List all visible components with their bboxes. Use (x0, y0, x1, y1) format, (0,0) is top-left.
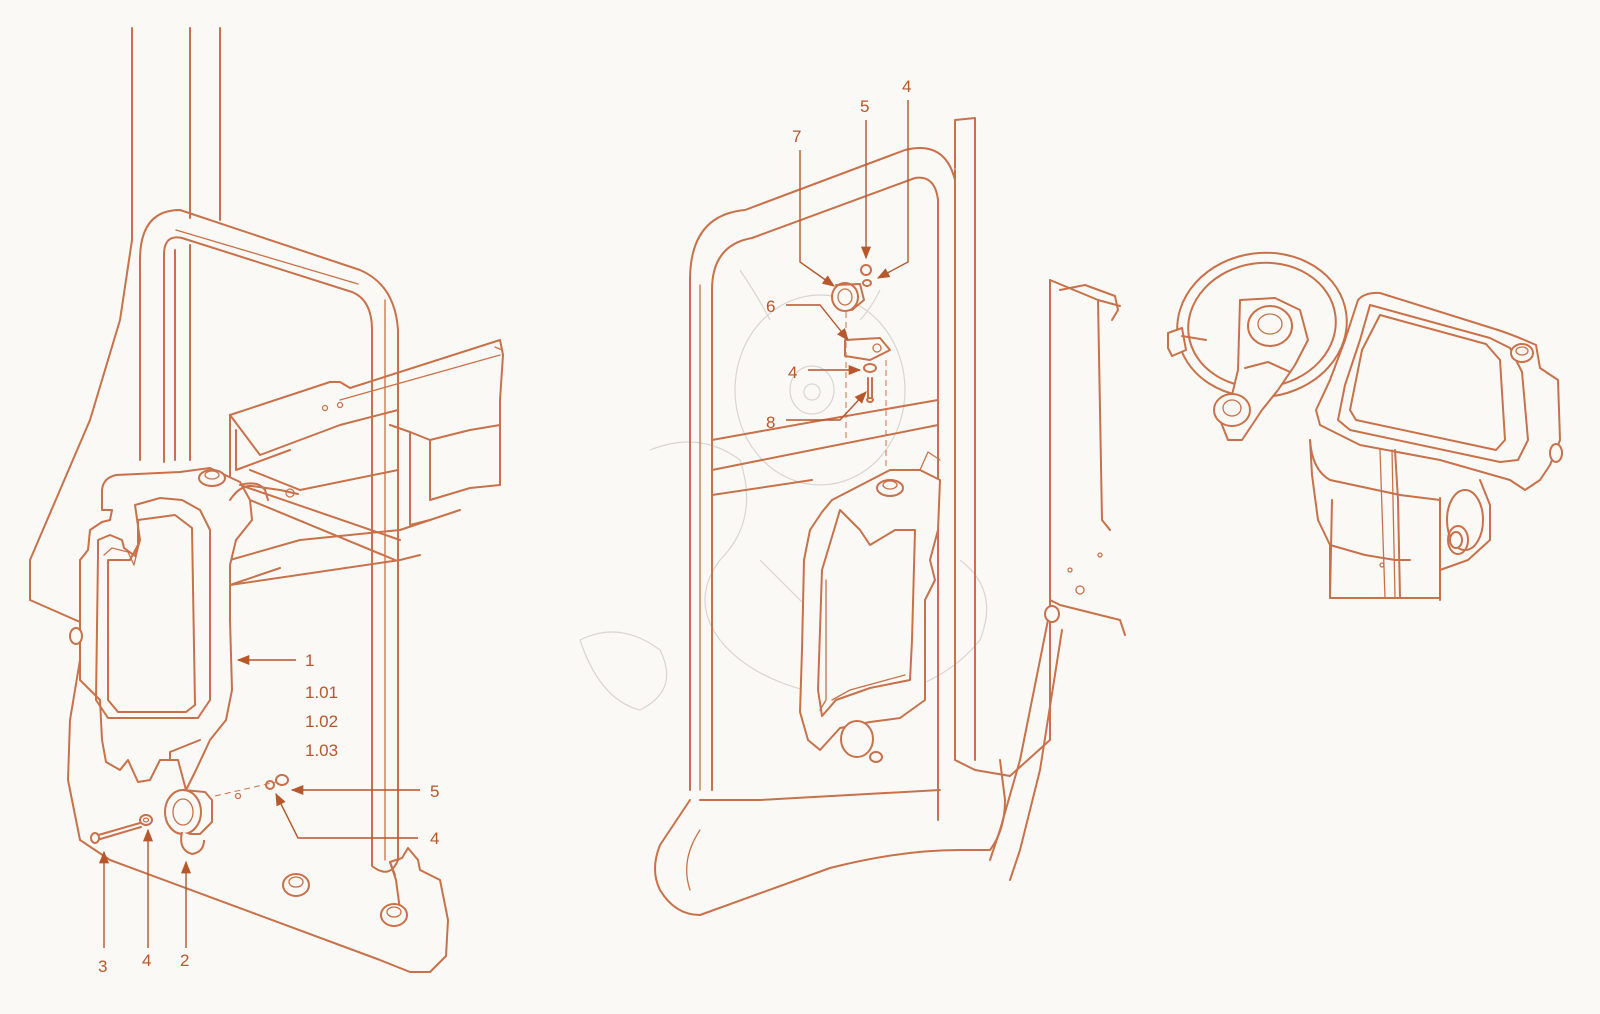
callout-2: 2 (180, 951, 189, 970)
callout-4-right-left: 4 (430, 829, 439, 848)
callout-1-03: 1.03 (305, 741, 338, 760)
callout-4-top-middle: 4 (902, 77, 911, 96)
callouts-middle: 5 4 7 6 4 8 (766, 77, 911, 432)
callout-4-mid-middle: 4 (788, 363, 797, 382)
guard-bar (139, 209, 399, 873)
hardware-left (90, 774, 289, 844)
side-plate (29, 589, 449, 973)
display-console-icon (1315, 291, 1563, 491)
callout-3: 3 (98, 957, 107, 976)
hardware-middle (831, 264, 891, 470)
callout-5-left: 5 (430, 782, 439, 801)
callout-1: 1 (305, 651, 314, 670)
guard-bar-middle (689, 147, 956, 821)
callouts-left: 1 1.01 1.02 1.03 5 4 3 4 2 (98, 651, 439, 976)
knob-part-2 (164, 789, 242, 855)
mast-column-middle (954, 117, 1126, 881)
middle-view: 5 4 7 6 4 8 (579, 77, 1126, 916)
mast-column (29, 27, 221, 591)
background-mascot-sketch (579, 269, 988, 711)
callout-6: 6 (766, 297, 775, 316)
display-console-middle (799, 451, 941, 763)
chassis-frame (229, 339, 504, 586)
callout-5-middle: 5 (860, 97, 869, 116)
skid-frame (654, 759, 1006, 916)
left-view: 1 1.01 1.02 1.03 5 4 3 4 2 (29, 27, 504, 976)
callout-7: 7 (792, 127, 801, 146)
steering-column (1309, 439, 1491, 601)
right-view (1167, 251, 1563, 601)
callout-1-02: 1.02 (305, 712, 338, 731)
steering-wheel-icon (1167, 251, 1348, 441)
plate-bolts (69, 627, 408, 927)
callout-4-bottom-left: 4 (142, 951, 151, 970)
display-console-part-1 (79, 467, 299, 791)
callout-8: 8 (766, 413, 775, 432)
callout-1-01: 1.01 (305, 683, 338, 702)
